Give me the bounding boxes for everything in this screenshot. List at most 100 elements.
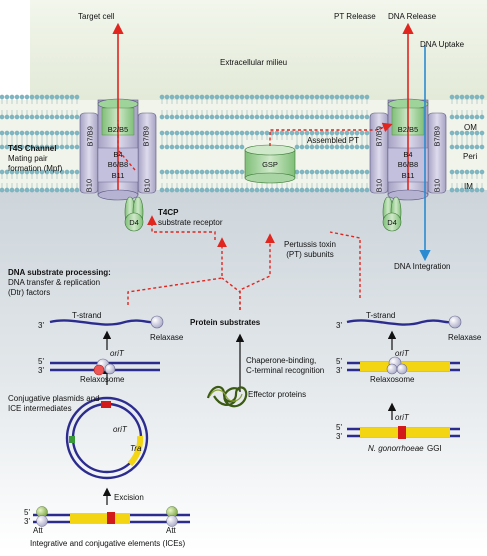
lipid-head [54,94,60,100]
lipid-head [54,169,60,175]
lipid-head [19,187,25,193]
lipid-head [69,169,75,175]
lipid-head [354,94,360,100]
lipid-head [34,144,40,150]
lipid-head [354,114,360,120]
lipid-head [364,169,370,175]
lipid-head [209,144,215,150]
lipid-head [189,114,195,120]
left-b7b9-outer: B7/B9 [85,126,95,147]
lipid-head [214,114,220,120]
lipid-head [469,169,475,175]
lipid-head [4,94,10,100]
lipid-head [224,94,230,100]
lipid-head [449,94,455,100]
lipid-head [14,114,20,120]
lipid-head [64,114,70,120]
lipid-head [309,130,315,136]
extracellular-label: Extracellular milieu [220,58,288,67]
lipid-head [174,130,180,136]
im-label: IM [464,182,473,191]
lipid-head [289,114,295,120]
lipid-head [204,169,210,175]
lipid-head [314,187,320,193]
left-relaxosome-3prime: 3' [38,366,44,375]
lipid-head [204,130,210,136]
lipid-head [334,94,340,100]
lipid-head [274,187,280,193]
dna-release-label: DNA Release [388,12,437,21]
lipid-head [469,130,475,136]
lipid-head [24,94,30,100]
lipid-head [0,130,5,136]
lipid-head [174,187,180,193]
lipid-head [249,94,255,100]
lipid-head [279,114,285,120]
lipid-head [194,187,200,193]
ggi-species-label: N. gonorrhoeae [368,444,424,453]
ices-label: Integrative and conjugative elements (IC… [30,539,186,548]
lipid-head [259,114,265,120]
lipid-head [39,169,45,175]
lipid-head [0,94,5,100]
ice-5prime: 5' [24,508,30,517]
peri-label: Peri [463,152,478,161]
lipid-head [194,169,200,175]
lipid-head [294,169,300,175]
lipid-head [29,187,35,193]
lipid-head [274,130,280,136]
lipid-head [239,94,245,100]
lipid-head [199,187,205,193]
lipid-head [304,114,310,120]
lipid-head [59,94,65,100]
lipid-head [329,187,335,193]
lipid-head [324,169,330,175]
right-relaxosome-label: Relaxosome [370,375,415,384]
lipid-head [244,114,250,120]
lipid-head [224,187,230,193]
lipid-head [344,187,350,193]
lipid-head [459,94,465,100]
lipid-head [284,187,290,193]
target-cell-label: Target cell [78,12,115,21]
dna-integration-label: DNA Integration [394,262,451,271]
lipid-head [74,169,80,175]
lipid-head [304,94,310,100]
lipid-head [304,187,310,193]
lipid-head [474,169,480,175]
plasmid-tra-label: Tra [130,444,142,453]
t4cp-sub: substrate receptor [158,218,223,227]
lipid-head [44,169,50,175]
lipid-head [319,144,325,150]
chaperone-line1: Chaperone-binding, [246,356,317,365]
lipid-head [364,144,370,150]
lipid-head [274,94,280,100]
lipid-head [234,130,240,136]
lipid-head [249,187,255,193]
lipid-head [184,144,190,150]
lipid-head [264,130,270,136]
lipid-head [364,130,370,136]
lipid-head [359,187,365,193]
lipid-head [34,130,40,136]
lipid-head [264,187,270,193]
left-d4-label: D4 [129,218,139,227]
lipid-head [479,187,485,193]
lipid-head [294,114,300,120]
ice-att-left: Att [33,526,43,535]
lipid-head [0,187,5,193]
right-tstrand-3prime: 3' [336,321,342,330]
lipid-head [339,144,345,150]
lipid-head [334,169,340,175]
lipid-head [209,130,215,136]
lipid-head [454,130,460,136]
lipid-head [204,94,210,100]
lipid-head [349,187,355,193]
excision-label: Excision [114,493,144,502]
lipid-head [449,144,455,150]
lipid-head [179,130,185,136]
ggi-5prime: 5' [336,423,342,432]
left-relaxosome-5prime: 5' [38,357,44,366]
lipid-head [474,114,480,120]
